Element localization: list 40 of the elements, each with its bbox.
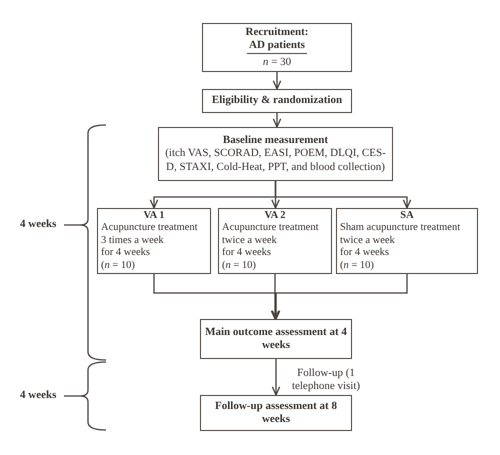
box-text: Sham acupuncture treatment — [340, 222, 462, 235]
duration-label: 4 weeks — [20, 389, 56, 402]
box-text: for 4 weeks — [101, 247, 151, 260]
box-heading: VA 2 — [263, 210, 287, 222]
arrow — [272, 359, 280, 396]
box-heading: SA — [399, 210, 415, 222]
box-text: for 4 weeks — [340, 247, 390, 260]
box-text: for 4 weeks — [222, 247, 272, 260]
process-box — [158, 127, 393, 181]
arrow — [272, 72, 282, 90]
box-heading: Baseline measurement — [222, 134, 328, 148]
box-heading: VA 1 — [142, 210, 166, 222]
box-text: 3 times a week — [101, 234, 165, 248]
arrow — [270, 274, 280, 320]
arrow — [272, 113, 282, 128]
arrow — [274, 181, 412, 209]
process-box — [218, 208, 332, 274]
process-box — [336, 208, 478, 274]
box-heading: Recruitment: — [246, 26, 308, 40]
box-text: (n = 10) — [340, 260, 375, 272]
process-box — [200, 319, 352, 359]
box-text: Follow-up assessment at 8 weeks — [214, 400, 338, 426]
box-text: (n = 10) — [101, 260, 136, 272]
box-text: twice a week — [222, 234, 278, 248]
box-text: AD patients — [247, 39, 307, 54]
box-text: Eligibility & randomization — [212, 94, 342, 108]
box-text: (n = 10) — [222, 260, 257, 272]
box-text: (itch VAS, SCORAD, EASI, POEM, DLQI, CES-D, STAXI, Cold-Heat, PPT, and blood collection) — [164, 147, 387, 174]
process-box — [200, 395, 352, 431]
box-text: twice a week — [340, 234, 396, 248]
box-text: Acupuncture treatment — [222, 222, 320, 235]
process-box — [202, 89, 352, 113]
box-text: Acupuncture treatment — [101, 222, 198, 235]
box-text: n = 30 — [262, 56, 292, 69]
process-box — [202, 23, 352, 72]
box-text: Main outcome assessment at 4 weeks — [204, 326, 348, 352]
process-box — [97, 208, 211, 274]
arrow — [272, 274, 408, 320]
edge-label: Follow-up (1 telephone visit) — [290, 367, 362, 394]
duration-label: 4 weeks — [20, 218, 56, 232]
